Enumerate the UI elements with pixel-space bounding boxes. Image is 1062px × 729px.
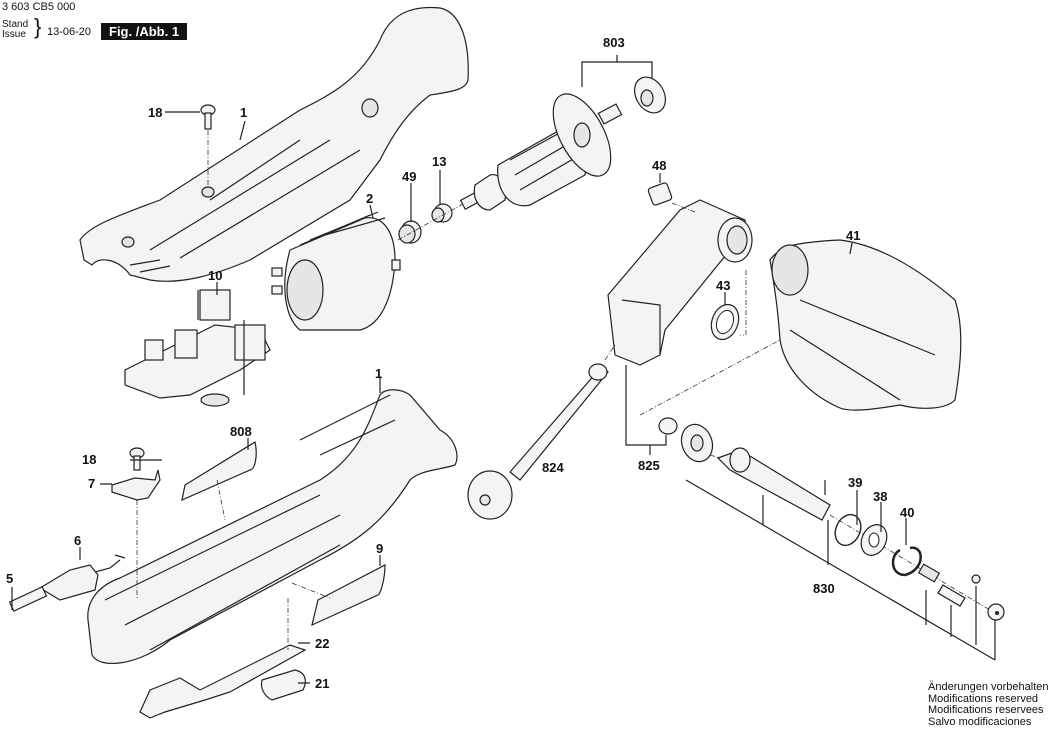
armature-assembly[interactable] <box>459 85 623 211</box>
callout-retaining-ring: 40 <box>900 505 914 520</box>
switch-electronics[interactable] <box>124 289 271 407</box>
stand-issue-label: Stand Issue <box>2 20 28 40</box>
housing-upper-half[interactable] <box>79 6 469 282</box>
callout-screw-top: 18 <box>148 105 162 120</box>
footer-line-es: Salvo modificaciones <box>928 715 1032 728</box>
protection-hood[interactable] <box>769 239 962 411</box>
callout-bearing-sleeve: 49 <box>402 169 416 184</box>
field-stator[interactable] <box>271 211 401 331</box>
callout-power-cord: 5 <box>6 571 13 586</box>
callout-cord-protection-sleeve: 6 <box>74 533 81 548</box>
footer-line-de: Änderungen vorbehalten <box>928 681 1049 693</box>
cap[interactable] <box>987 603 1005 621</box>
locking-pin[interactable] <box>937 584 966 607</box>
callout-bearing-bush: 13 <box>432 154 446 169</box>
callout-field-stator: 2 <box>366 191 373 206</box>
callout-switch-electronics: 10 <box>208 268 222 283</box>
callout-protection-hood: 41 <box>846 228 860 243</box>
housing-lower-half[interactable] <box>87 389 458 664</box>
armature-bearing[interactable] <box>628 72 671 119</box>
washer[interactable] <box>856 520 891 559</box>
callout-washer: 38 <box>873 489 887 504</box>
power-cord[interactable] <box>8 586 48 612</box>
spring[interactable] <box>917 563 941 583</box>
o-ring[interactable] <box>830 510 865 549</box>
callout-needle-bearing: 48 <box>652 158 666 173</box>
ball[interactable] <box>971 574 981 584</box>
issue-date: 13-06-20 <box>47 26 92 38</box>
needle-bearing[interactable] <box>647 182 673 206</box>
callout-gear-housing-assembly: 825 <box>638 458 660 473</box>
gear-housing-assembly[interactable] <box>607 199 753 366</box>
stand-label: Stand <box>2 19 29 30</box>
brace-glyph: } <box>34 14 42 39</box>
type-plate[interactable] <box>181 441 257 521</box>
callout-switch-button: 21 <box>315 676 329 691</box>
callout-screw-cord-clamp: 18 <box>82 452 96 467</box>
spindle-assembly[interactable] <box>676 420 831 521</box>
document-code: 3 603 CB5 000 <box>2 1 76 13</box>
gear-bush[interactable] <box>658 417 678 435</box>
screw-cord-clamp[interactable] <box>129 447 145 471</box>
cord-protection-sleeve[interactable] <box>38 554 126 601</box>
callout-spacer-ring: 43 <box>716 278 730 293</box>
callout-drive-shaft: 824 <box>542 460 564 475</box>
bearing-sleeve[interactable] <box>398 220 422 244</box>
callout-type-plate: 808 <box>230 424 252 439</box>
callout-spindle-assembly: 830 <box>813 581 835 596</box>
label-plate[interactable] <box>291 564 386 627</box>
footer-line-fr: Modifications reservees <box>928 704 1044 716</box>
callout-housing-lower-half: 1 <box>375 366 382 381</box>
issue-label: Issue <box>2 29 26 40</box>
callout-label-plate: 9 <box>376 541 383 556</box>
switch-button[interactable] <box>260 669 306 701</box>
switch-slider[interactable] <box>139 598 307 719</box>
callout-housing-upper-half: 1 <box>240 105 247 120</box>
retaining-ring[interactable] <box>891 546 922 577</box>
callout-armature-assembly: 803 <box>603 35 625 50</box>
cord-clamp[interactable] <box>111 469 161 600</box>
drive-shaft[interactable] <box>467 363 609 520</box>
figure-label: Fig. /Abb. 1 <box>101 23 188 40</box>
modifications-notice: Änderungen vorbehalten Modifications res… <box>928 681 1049 728</box>
bearing-bush[interactable] <box>431 203 453 223</box>
callout-o-ring: 39 <box>848 475 862 490</box>
callout-cord-clamp: 7 <box>88 476 95 491</box>
callout-switch-slider: 22 <box>315 636 329 651</box>
spacer-ring[interactable] <box>707 301 744 344</box>
screw-top[interactable] <box>200 104 216 185</box>
footer-line-en: Modifications reserved <box>928 692 1039 705</box>
